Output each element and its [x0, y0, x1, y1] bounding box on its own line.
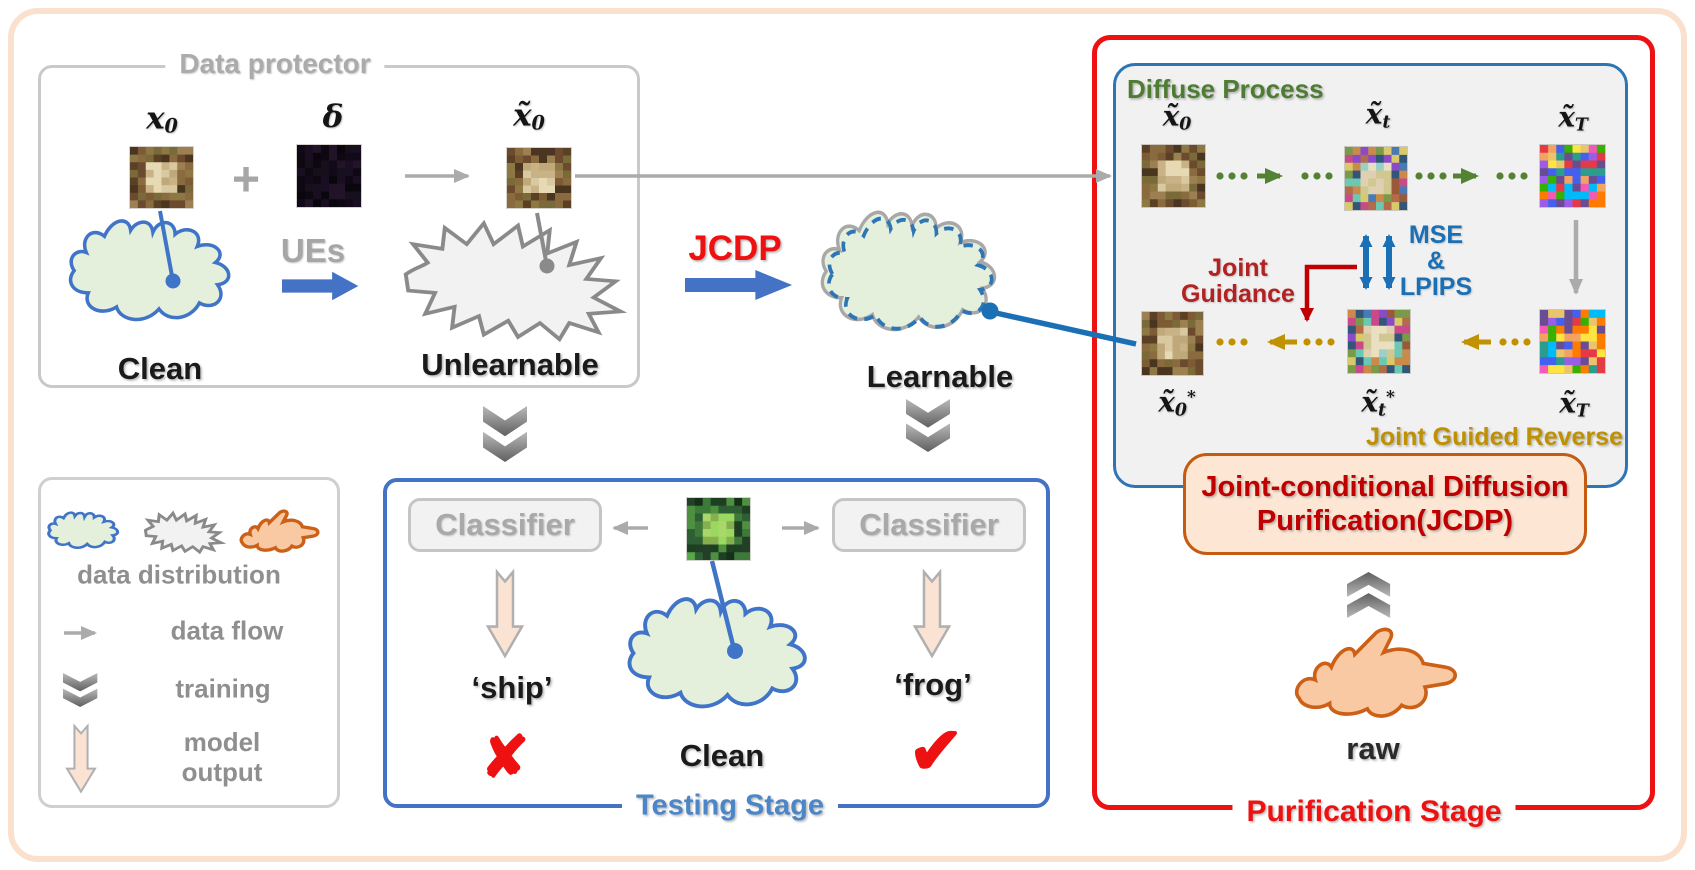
wrong-cross-icon: ✘ — [480, 725, 530, 790]
joint-guidance-line2: Guidance — [1181, 280, 1295, 308]
xtT-label: x̃T — [1558, 100, 1588, 136]
learnable-label: Learnable — [866, 359, 1014, 394]
x0-label: x0 — [146, 100, 178, 138]
purify-x0-image — [1142, 145, 1205, 207]
jcdp-label: JCDP — [688, 229, 782, 268]
jcdp-module-line1: Joint-conditional Diffusion — [1201, 471, 1569, 503]
purify-xT-bottom-image — [1540, 310, 1605, 373]
xtt-label: x̃t — [1365, 97, 1391, 133]
legend-box — [38, 477, 340, 808]
mse-lpips-label: MSE & LPIPS — [1398, 222, 1474, 300]
ship-label: ‘ship’ — [471, 670, 553, 705]
correct-check-icon: ✔ — [908, 713, 964, 788]
purification-stage-title: Purification Stage — [1232, 795, 1516, 829]
purify-x0-star-image — [1142, 312, 1203, 375]
joint-guidance-label: Joint Guidance — [1178, 255, 1298, 307]
purify-xt-star-image — [1348, 310, 1410, 373]
plus-sign: + — [231, 153, 261, 207]
x0-tilde-label: x̃0 — [513, 97, 545, 135]
clean-label: Clean — [117, 351, 203, 386]
testing-clean-label: Clean — [679, 738, 765, 773]
testing-stage-title: Testing Stage — [622, 789, 838, 823]
joint-guidance-line1: Joint — [1208, 254, 1268, 282]
ues-label: UEs — [280, 232, 346, 269]
classifier-right-box: Classifier — [832, 498, 1026, 552]
outer-frame — [8, 8, 1687, 862]
test-frog-image — [687, 498, 750, 560]
xt0-label: x̃0 — [1162, 99, 1192, 135]
legend-data-flow-label: data flow — [170, 615, 284, 646]
mse-line1: MSE — [1408, 221, 1464, 249]
xtt-star-label: x̃t* — [1361, 385, 1395, 421]
xtT-bottom-label: x̃T — [1559, 386, 1589, 422]
purify-xT-image — [1540, 145, 1605, 207]
noise-delta-image — [297, 145, 361, 207]
xt0-star-label: x̃0* — [1158, 385, 1196, 421]
classifier-left-label: Classifier — [435, 507, 575, 542]
clean-frog-image — [130, 147, 193, 208]
mse-line3: LPIPS — [1399, 273, 1473, 301]
legend-data-distribution-label: data distribution — [77, 559, 281, 590]
unlearnable-frog-image — [507, 148, 571, 208]
legend-model-output-label: model output — [181, 727, 263, 787]
unlearnable-label: Unlearnable — [421, 347, 599, 382]
diffuse-process-title: Diffuse Process — [1127, 74, 1324, 104]
frog-label: ‘frog’ — [894, 667, 972, 702]
jcdp-module-line2: Purification(JCDP) — [1256, 505, 1514, 537]
legend-training-label: training — [175, 673, 271, 704]
mse-line2: & — [1426, 247, 1446, 275]
joint-guided-reverse-label: Joint Guided Reverse — [1365, 423, 1623, 451]
jcdp-module-box: Joint-conditional Diffusion Purification… — [1183, 453, 1587, 555]
classifier-left-box: Classifier — [408, 498, 602, 552]
raw-label: raw — [1346, 731, 1400, 766]
classifier-right-label: Classifier — [859, 507, 999, 542]
purify-xt-image — [1345, 147, 1407, 210]
delta-label: δ — [322, 99, 344, 135]
data-protector-title: Data protector — [165, 48, 385, 80]
